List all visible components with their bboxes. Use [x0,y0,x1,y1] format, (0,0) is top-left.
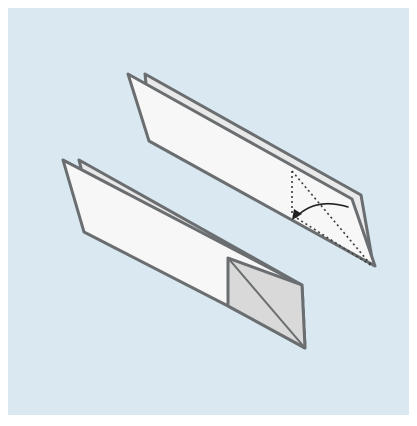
fold-crease [227,257,306,349]
valley-fold-diagonal [291,170,373,267]
strip-before-fold [126,72,377,268]
strip-after-fold [61,158,307,350]
diagram-panel [8,8,409,415]
arrowhead-icon [292,209,302,220]
origami-fold-diagram [8,8,409,415]
strip-front-layer [126,72,377,268]
